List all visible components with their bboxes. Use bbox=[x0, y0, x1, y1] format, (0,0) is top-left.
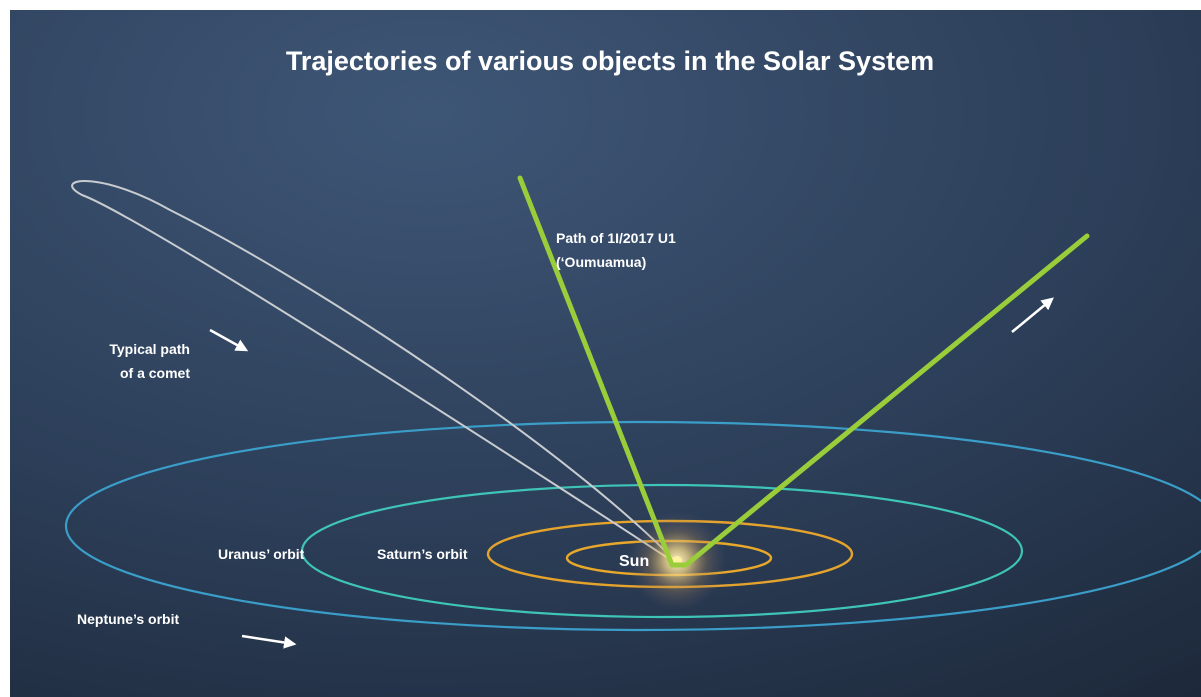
uranus-orbit-label: Uranus’ orbit bbox=[218, 546, 305, 562]
oumuamua-direction-arrow bbox=[1011, 297, 1054, 333]
orbit-direction-arrow bbox=[241, 634, 297, 649]
oumuamua-path bbox=[517, 175, 1090, 568]
uranus-orbit bbox=[300, 483, 1024, 619]
comet-label-line2: of a comet bbox=[120, 365, 190, 381]
neptune-orbit bbox=[65, 420, 1201, 632]
comet-path bbox=[71, 180, 681, 567]
solar-system-diagram: Trajectories of various objects in the S… bbox=[10, 10, 1201, 697]
background bbox=[10, 10, 1201, 697]
oumuamua-label-line2: (‘Oumuamua) bbox=[556, 254, 646, 270]
comet-direction-arrow bbox=[209, 328, 249, 352]
saturn-orbit-label: Saturn’s orbit bbox=[377, 546, 468, 562]
neptune-orbit-label: Neptune’s orbit bbox=[77, 611, 179, 627]
diagram-title: Trajectories of various objects in the S… bbox=[286, 46, 934, 76]
oumuamua-label-line1: Path of 1I/2017 U1 bbox=[556, 230, 676, 246]
comet-label-line1: Typical path bbox=[109, 341, 190, 357]
sun-label: Sun bbox=[619, 553, 649, 570]
